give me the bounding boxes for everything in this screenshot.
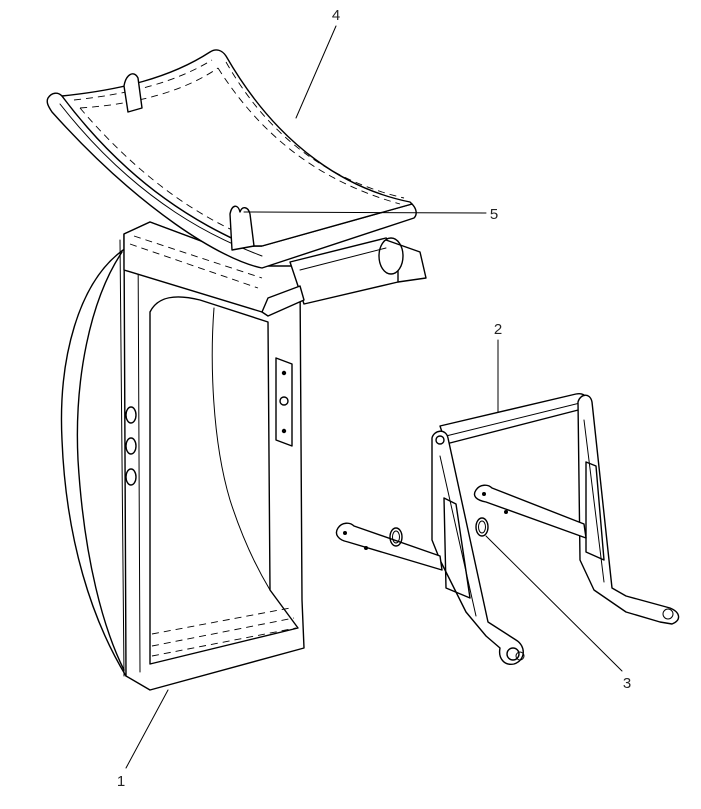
callout-labels: 1 2 3 4 5 <box>117 7 631 790</box>
part-1-housing <box>60 221 427 691</box>
leader-4 <box>295 25 337 119</box>
part-4-tray <box>46 49 417 269</box>
callout-5: 5 <box>490 206 498 223</box>
part-3-rings <box>389 517 489 547</box>
part-2-frame <box>335 393 680 665</box>
leader-3 <box>485 535 623 672</box>
callout-1: 1 <box>117 773 125 790</box>
callout-4: 4 <box>332 7 340 24</box>
callout-2: 2 <box>494 321 502 338</box>
callout-3: 3 <box>623 675 631 692</box>
leader-1 <box>125 689 169 769</box>
leader-lines <box>125 25 623 769</box>
leader-5 <box>243 211 487 214</box>
